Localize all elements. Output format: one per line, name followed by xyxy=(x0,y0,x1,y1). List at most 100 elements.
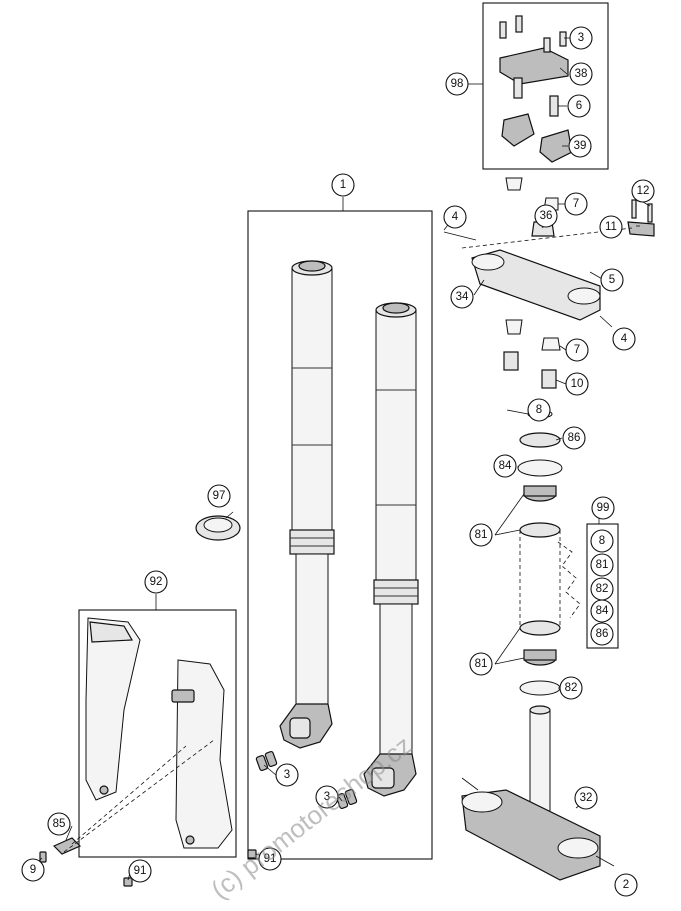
callout-label: 39 xyxy=(574,140,587,152)
fork-leg-left xyxy=(279,260,335,749)
callout-81: 81 xyxy=(469,652,493,676)
callout-8: 8 xyxy=(527,398,551,422)
svg-text:84: 84 xyxy=(596,605,609,617)
callout-97: 97 xyxy=(207,484,231,508)
callout-39: 39 xyxy=(568,134,592,158)
callout-38: 38 xyxy=(569,62,593,86)
callout-7: 7 xyxy=(564,192,588,216)
callout-label: 34 xyxy=(456,291,469,303)
frame-hint xyxy=(557,541,581,619)
callout-4: 4 xyxy=(443,205,467,229)
kit-99-list: 8 81 82 84 86 xyxy=(590,529,614,646)
callout-11: 11 xyxy=(599,215,623,239)
kit-99-item: 84 xyxy=(590,599,614,623)
callout-84: 84 xyxy=(493,454,517,478)
guard-clip-85 xyxy=(52,837,82,855)
callout-label: 86 xyxy=(568,432,581,444)
bearing-stack xyxy=(517,409,563,696)
callout-label: 99 xyxy=(597,502,610,514)
callout-label: 10 xyxy=(571,378,584,390)
svg-text:86: 86 xyxy=(596,628,609,640)
handlebar-clamp-upper xyxy=(499,15,569,85)
fork-guard-left xyxy=(85,617,141,801)
callout-label: 7 xyxy=(573,198,579,210)
callout-label: 97 xyxy=(213,490,226,502)
group-box-99 xyxy=(586,523,619,649)
callout-label: 3 xyxy=(578,32,584,44)
callout-label: 32 xyxy=(580,792,593,804)
steering-damper-mount-11 xyxy=(627,199,655,237)
callout-3: 3 xyxy=(315,785,339,809)
kit-99-item: 82 xyxy=(590,577,614,601)
lower-triple-clamp xyxy=(461,705,615,881)
callout-6: 6 xyxy=(567,94,591,118)
guard-screws-91 xyxy=(123,849,257,887)
group-box-1 xyxy=(247,210,433,860)
callout-82: 82 xyxy=(559,676,583,700)
callout-2: 2 xyxy=(614,873,638,897)
callout-label: 3 xyxy=(324,791,330,803)
callout-36: 36 xyxy=(534,204,558,228)
watermark: (c) promotoreshop.cz xyxy=(205,730,417,905)
leader-lines xyxy=(35,37,651,881)
group-box-98 xyxy=(482,2,609,170)
callout-92: 92 xyxy=(144,570,168,594)
guard-screw-9 xyxy=(39,851,47,863)
callout-7: 7 xyxy=(565,338,589,362)
callout-4: 4 xyxy=(612,327,636,351)
callout-label: 6 xyxy=(576,100,582,112)
callout-label: 81 xyxy=(475,529,488,541)
callout-3: 3 xyxy=(275,763,299,787)
callout-5: 5 xyxy=(600,268,624,292)
handlebar-clamp-lower xyxy=(501,77,573,163)
callout-label: 81 xyxy=(475,658,488,670)
callout-1: 1 xyxy=(331,173,355,197)
callout-9: 9 xyxy=(21,858,45,882)
callout-label: 91 xyxy=(134,865,147,877)
callouts: 1233344567789101112323436383981818284858… xyxy=(21,26,655,897)
ring-nut-97 xyxy=(195,515,241,541)
callout-91: 91 xyxy=(258,847,282,871)
svg-text:81: 81 xyxy=(596,559,609,571)
kit-99-item: 8 xyxy=(590,529,614,553)
axle-clamp-screws-left xyxy=(255,751,278,771)
callout-label: 1 xyxy=(340,179,346,191)
callout-label: 85 xyxy=(53,818,66,830)
callout-label: 2 xyxy=(623,879,629,891)
callout-12: 12 xyxy=(631,179,655,203)
callout-34: 34 xyxy=(450,285,474,309)
callout-label: 11 xyxy=(605,221,617,233)
callout-label: 5 xyxy=(609,274,615,286)
callout-85: 85 xyxy=(47,812,71,836)
callout-3: 3 xyxy=(569,26,593,50)
callout-label: 98 xyxy=(451,78,464,90)
callout-label: 4 xyxy=(452,211,459,223)
upper-triple-clamp xyxy=(443,231,601,321)
callout-label: 91 xyxy=(264,853,277,865)
callout-label: 3 xyxy=(284,769,290,781)
fork-leg-right xyxy=(363,302,419,797)
svg-text:82: 82 xyxy=(596,583,609,595)
fork-guard-right xyxy=(171,659,233,849)
callout-label: 8 xyxy=(536,404,542,416)
callout-label: 7 xyxy=(574,344,580,356)
callout-label: 84 xyxy=(499,460,512,472)
callout-label: 12 xyxy=(637,185,650,197)
kit-99-item: 81 xyxy=(590,553,614,577)
callout-81: 81 xyxy=(469,523,493,547)
kit-99-item: 86 xyxy=(590,622,614,646)
callout-label: 82 xyxy=(565,682,578,694)
svg-text:8: 8 xyxy=(599,535,605,547)
callout-label: 92 xyxy=(150,576,163,588)
callout-91: 91 xyxy=(128,859,152,883)
callout-label: 38 xyxy=(575,68,588,80)
group-box-92 xyxy=(78,609,237,858)
callout-10: 10 xyxy=(565,372,589,396)
callout-label: 9 xyxy=(30,864,36,876)
callout-label: 36 xyxy=(540,210,553,222)
callout-98: 98 xyxy=(445,72,469,96)
callout-label: 4 xyxy=(621,333,628,345)
callout-32: 32 xyxy=(574,786,598,810)
callout-99: 99 xyxy=(591,496,615,520)
